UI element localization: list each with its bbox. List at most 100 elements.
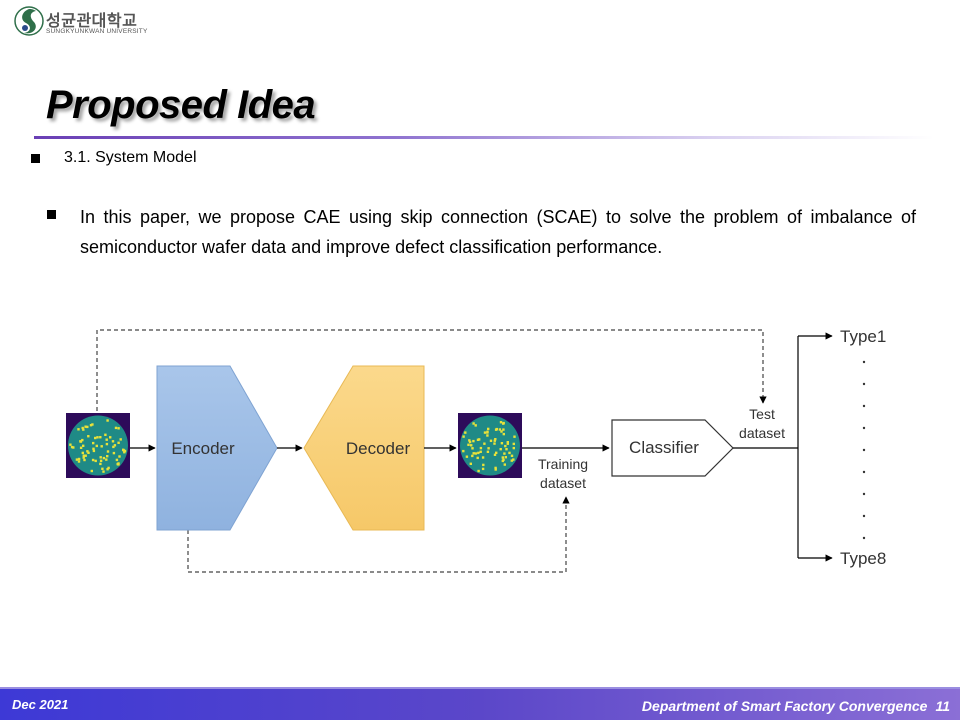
type1-label: Type1 [840, 327, 886, 346]
wafer-defect-pixel [502, 421, 505, 425]
wafer-defect-pixel [82, 444, 85, 447]
wafer-defect-pixel [474, 424, 477, 427]
wafer-defect-pixel [117, 427, 120, 430]
wafer-defect-pixel [499, 421, 503, 424]
wafer-defect-pixel [489, 439, 493, 442]
wafer-defect-pixel [102, 456, 106, 460]
wafer-defect-pixel [467, 443, 470, 446]
wafer-defect-pixel [493, 453, 497, 456]
wafer-defect-pixel [94, 436, 97, 440]
wafer-defect-pixel [486, 434, 489, 437]
logo-korean-text: 성균관대학교 [46, 11, 138, 30]
wafer-defect-pixel [87, 435, 90, 438]
wafer-defect-pixel [92, 441, 95, 445]
wafer-defect-pixel [82, 428, 85, 431]
wafer-defect-pixel [464, 431, 467, 434]
wafer-defect-pixel [501, 456, 504, 459]
wafer-defect-pixel [94, 459, 97, 463]
wafer-defect-pixel [479, 446, 483, 450]
wafer-defect-pixel [504, 456, 507, 459]
wafer-defect-pixel [92, 449, 96, 453]
wafer-defect-pixel [504, 444, 507, 448]
wafer-defect-pixel [483, 442, 486, 445]
test-dataset-label-line1: Test [749, 406, 775, 422]
wafer-defect-pixel [468, 440, 472, 444]
wafer-defect-pixel [483, 431, 487, 434]
wafer-defect-pixel [77, 428, 80, 431]
wafer-defect-pixel [478, 438, 481, 441]
paragraph-bullet-icon [47, 210, 56, 219]
wafer-defect-pixel [498, 428, 502, 431]
decoder-block [303, 365, 425, 531]
wafer-defect-pixel [494, 466, 497, 470]
wafer-defect-pixel [77, 457, 81, 461]
wafer-defect-pixel [104, 433, 107, 436]
wafer-defect-pixel [102, 470, 105, 473]
input-wafer-map [66, 413, 130, 478]
wafer-defect-pixel [99, 436, 102, 439]
section-heading: 3.1. System Model [64, 149, 197, 166]
wafer-defect-pixel [486, 431, 489, 434]
university-emblem-icon [14, 6, 44, 36]
wafer-defect-pixel [106, 450, 110, 453]
skip-connection-bottom-line [187, 496, 570, 573]
wafer-defect-pixel [494, 438, 497, 441]
body-paragraph: In this paper, we propose CAE using skip… [80, 207, 916, 257]
wafer-defect-pixel [487, 427, 490, 431]
wafer-defect-pixel [510, 459, 513, 462]
wafer-defect-pixel [90, 469, 93, 473]
wafer-defect-pixel [95, 444, 98, 448]
wafer-defect-pixel [123, 451, 126, 454]
wafer-defect-pixel [512, 458, 515, 461]
wafer-defect-pixel [105, 438, 108, 441]
wafer-defect-pixel [465, 455, 469, 458]
wafer-defect-pixel [79, 440, 82, 443]
wafer-defect-pixel [474, 452, 477, 455]
wafer-defect-pixel [122, 448, 125, 451]
wafer-defect-pixel [86, 450, 89, 453]
wafer-defect-pixel [123, 449, 127, 453]
wafer-defect-pixel [512, 446, 515, 450]
wafer-defect-pixel [99, 456, 102, 459]
wafer-defect-pixel [106, 468, 109, 471]
wafer-defect-pixel [472, 452, 475, 455]
wafer-defect-pixel [81, 426, 84, 430]
wafer-defect-pixel [508, 451, 511, 455]
wafer-defect-pixel [476, 456, 479, 460]
wafer-defect-pixel [77, 460, 81, 463]
wafer-defect-pixel [510, 454, 514, 457]
title-underline [34, 136, 934, 139]
wafer-defect-pixel [494, 468, 497, 471]
wafer-defect-pixel [87, 451, 90, 454]
wafer-defect-pixel [117, 441, 120, 444]
decoder-label: Decoder [346, 439, 411, 458]
wafer-defect-pixel [91, 458, 95, 462]
wafer-defect-pixel [500, 442, 504, 445]
wafer-defect-pixel [115, 458, 119, 462]
wafer-defect-pixel [83, 458, 86, 462]
wafer-defect-pixel [106, 455, 109, 458]
wafer-defect-pixel [505, 448, 508, 451]
wafer-defect-pixel [114, 426, 118, 430]
wafer-defect-pixel [501, 459, 504, 463]
training-dataset-label-line1: Training [538, 456, 588, 472]
skip-connection-top-line [96, 329, 767, 411]
logo-english-text: SUNGKYUNKWAN UNIVERSITY [46, 28, 148, 35]
footer-top-rule [0, 687, 960, 689]
university-logo: 성균관대학교 SUNGKYUNKWAN UNIVERSITY [14, 6, 164, 40]
wafer-defect-pixel [99, 459, 103, 462]
wafer-defect-pixel [111, 440, 115, 443]
type-ellipsis-dots [862, 360, 866, 540]
wafer-defect-pixel [79, 446, 83, 449]
wafer-defect-pixel [469, 462, 472, 465]
wafer-defect-pixel [105, 442, 109, 446]
wafer-defect-pixel [462, 435, 465, 438]
wafer-defect-pixel [118, 455, 121, 458]
wafer-defect-pixel [462, 449, 465, 453]
wafer-defect-pixel [86, 425, 89, 429]
wafer-defect-pixel [96, 436, 99, 439]
wafer-defect-pixel [106, 419, 109, 422]
type8-label: Type8 [840, 549, 886, 568]
wafer-defect-pixel [81, 451, 84, 455]
